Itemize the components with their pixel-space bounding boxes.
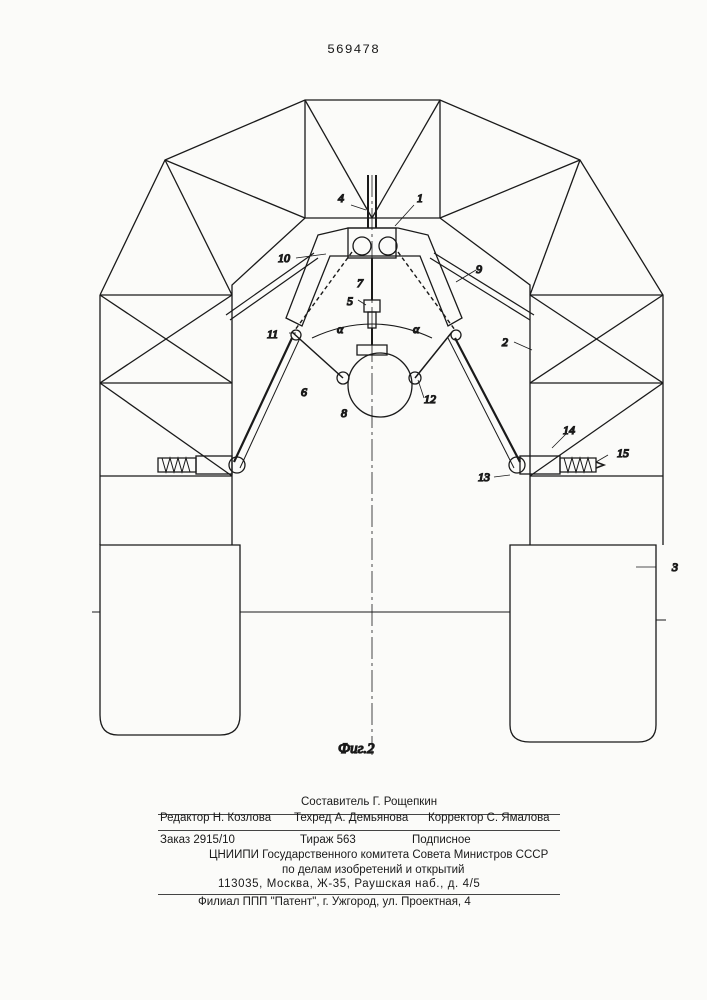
order-number: Заказ 2915/10 [160, 834, 235, 846]
address-line: 113035, Москва, Ж-35, Раушская наб., д. … [218, 878, 480, 890]
label-14: 14 [563, 423, 575, 437]
label-11: 11 [267, 327, 278, 341]
label-2: 2 [502, 335, 508, 349]
label-5: 5 [347, 294, 353, 308]
label-10: 10 [278, 251, 290, 265]
branch-line: Филиал ППП "Патент", г. Ужгород, ул. Про… [198, 896, 471, 908]
divider [158, 894, 560, 895]
right-pontoon [510, 545, 656, 742]
label-15: 15 [617, 446, 629, 460]
label-4: 4 [338, 191, 344, 205]
left-pontoon [100, 545, 240, 735]
institute-line: ЦНИИПИ Государственного комитета Совета … [209, 849, 548, 861]
circulation: Тираж 563 [300, 834, 356, 846]
label-7: 7 [357, 276, 364, 290]
techred: Техред А. Демьянова [294, 812, 408, 824]
figure-2-drawing: 4 1 10 7 9 5 2 11 α α 6 8 12 14 15 13 3 … [0, 0, 707, 800]
editor: Редактор Н. Козлова [160, 812, 271, 824]
label-12: 12 [424, 392, 436, 406]
label-8: 8 [341, 406, 347, 420]
label-9: 9 [476, 262, 482, 276]
corrector: Корректор С. Ямалова [428, 812, 549, 824]
compiler-line: Составитель Г. Рощепкин [301, 796, 437, 808]
spherical-load [348, 353, 412, 417]
institute-line-2: по делам изобретений и открытий [282, 864, 464, 876]
label-6: 6 [301, 385, 307, 399]
alpha-right: α [413, 322, 420, 336]
label-3: 3 [671, 560, 678, 574]
boom-frame [286, 228, 462, 326]
label-1: 1 [417, 191, 423, 205]
alpha-left: α [337, 322, 344, 336]
subscription: Подписное [412, 834, 471, 846]
figure-caption: Фиг.2 [338, 741, 375, 757]
hull-outline [100, 100, 663, 545]
divider [158, 830, 560, 831]
label-13: 13 [478, 470, 490, 484]
